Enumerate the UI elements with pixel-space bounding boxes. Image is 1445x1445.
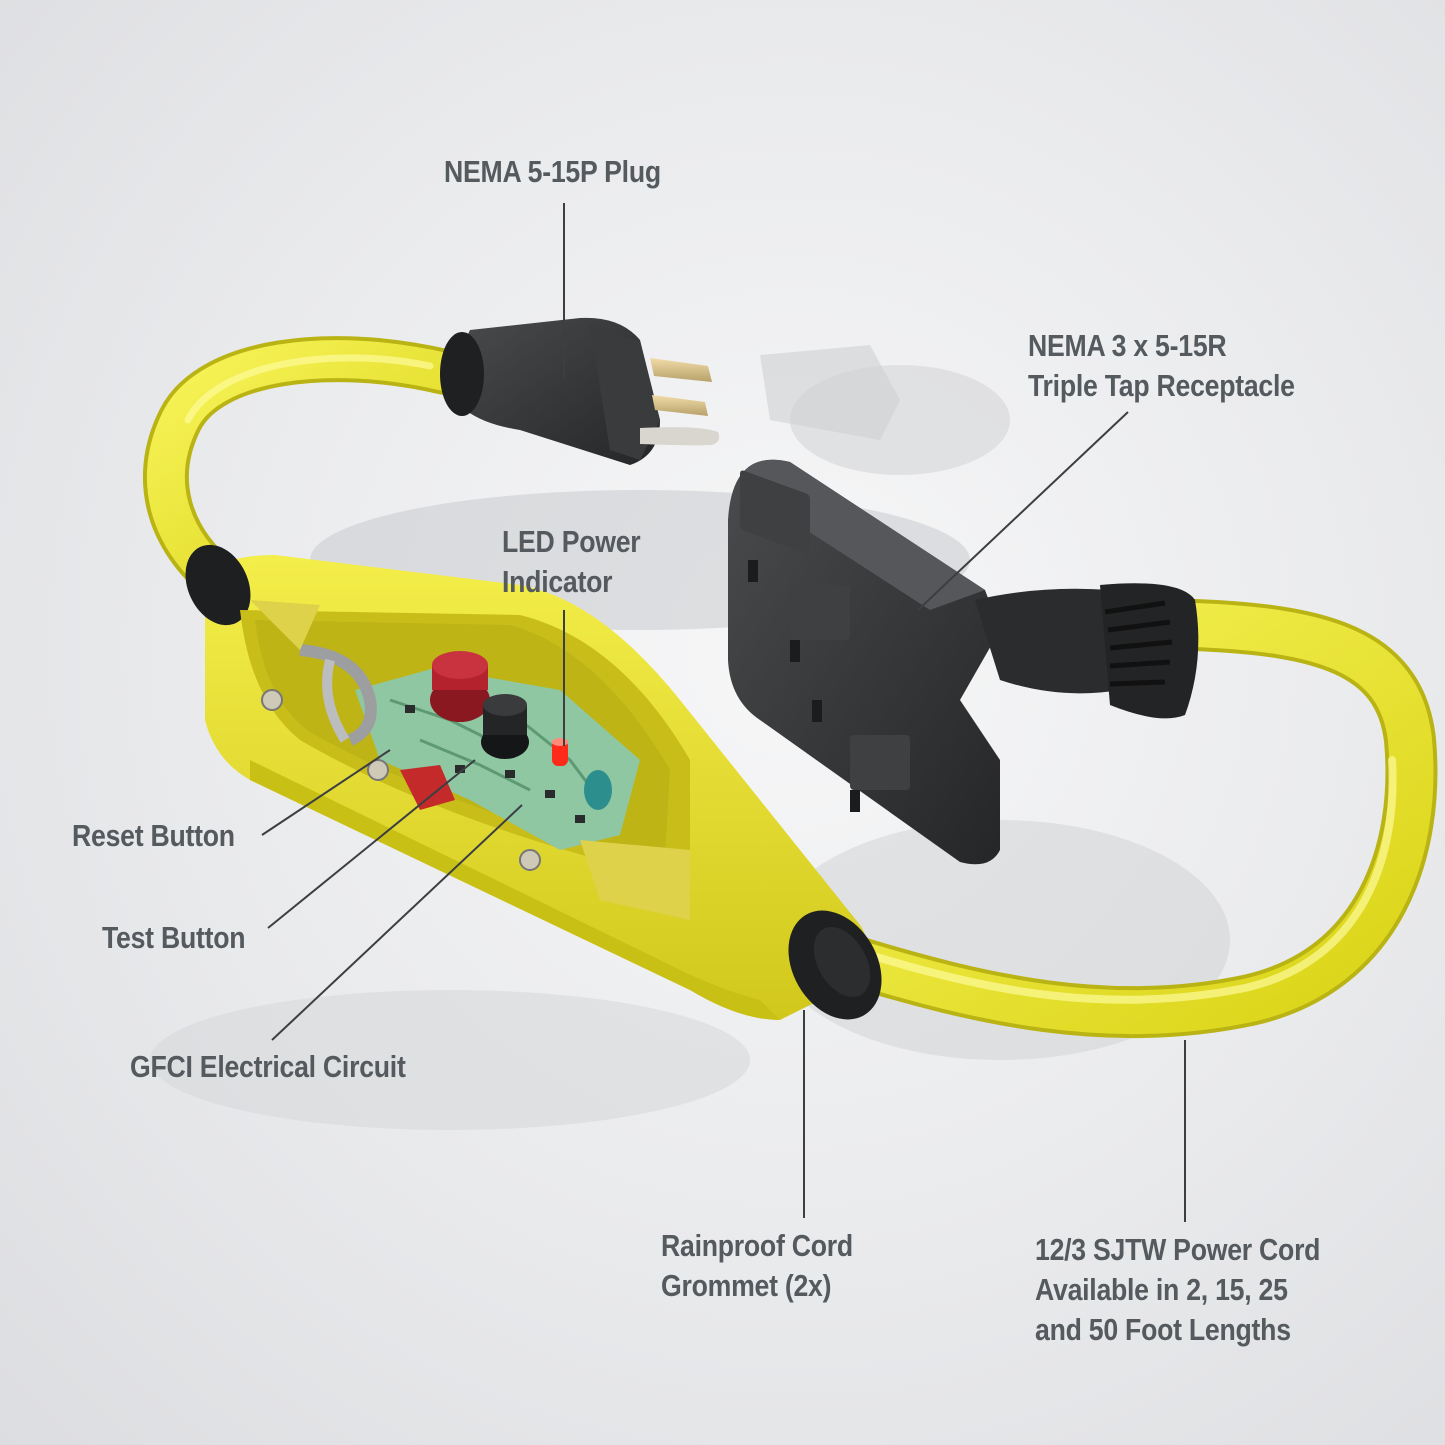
led-indicator	[552, 738, 568, 766]
label-cord-line1: 12/3 SJTW Power Cord	[1035, 1232, 1321, 1267]
plug	[440, 317, 900, 465]
label-cord-line2: Available in 2, 15, 25	[1035, 1272, 1288, 1307]
label-grommet-line2: Grommet (2x)	[661, 1268, 832, 1303]
label-grommet-line1: Rainproof Cord	[661, 1228, 853, 1263]
leader-test	[267, 759, 476, 929]
label-led: LED Power Indicator	[502, 522, 641, 602]
label-gfci: GFCI Electrical Circuit	[130, 1047, 406, 1087]
leader-lines	[261, 203, 1186, 1222]
label-reset-text: Reset Button	[72, 818, 235, 853]
label-test-text: Test Button	[102, 920, 246, 955]
label-receptacle-line2: Triple Tap Receptacle	[1028, 368, 1295, 403]
leader-receptacle	[917, 411, 1129, 611]
label-test: Test Button	[102, 918, 246, 958]
leader-gfci	[271, 804, 523, 1041]
label-cord-line3: and 50 Foot Lengths	[1035, 1312, 1291, 1347]
label-plug-text: NEMA 5-15P Plug	[444, 154, 661, 189]
gfci-housing	[185, 544, 882, 1020]
label-gfci-text: GFCI Electrical Circuit	[130, 1049, 406, 1084]
label-reset: Reset Button	[72, 816, 235, 856]
leader-reset	[261, 749, 391, 836]
label-plug: NEMA 5-15P Plug	[444, 152, 661, 192]
label-grommet: Rainproof Cord Grommet (2x)	[661, 1226, 853, 1306]
triple-tap-receptacle	[728, 459, 1199, 865]
label-led-line2: Indicator	[502, 564, 613, 599]
label-receptacle-line1: NEMA 3 x 5-15R	[1028, 328, 1227, 363]
label-cord: 12/3 SJTW Power Cord Available in 2, 15,…	[1035, 1230, 1320, 1350]
label-receptacle: NEMA 3 x 5-15R Triple Tap Receptacle	[1028, 326, 1295, 406]
label-led-line1: LED Power	[502, 524, 641, 559]
power-cord	[143, 336, 1438, 1039]
